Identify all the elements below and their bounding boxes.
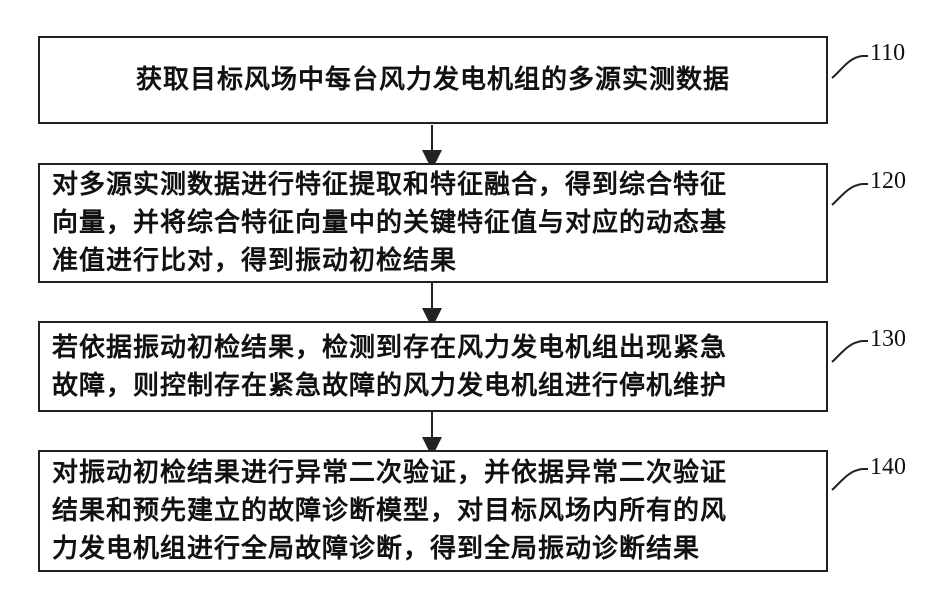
step-text-120: 对多源实测数据进行特征提取和特征融合，得到综合特征 向量，并将综合特征向量中的关…	[40, 165, 826, 281]
step-box-130: 若依据振动初检结果，检测到存在风力发电机组出现紧急 故障，则控制存在紧急故障的风…	[38, 321, 828, 412]
leader-130	[832, 341, 868, 362]
step-label-130: 130	[870, 326, 906, 353]
step-box-120: 对多源实测数据进行特征提取和特征融合，得到综合特征 向量，并将综合特征向量中的关…	[38, 163, 828, 283]
step-text-130: 若依据振动初检结果，检测到存在风力发电机组出现紧急 故障，则控制存在紧急故障的风…	[40, 323, 826, 410]
step-box-110: 获取目标风场中每台风力发电机组的多源实测数据	[38, 36, 828, 124]
leader-140	[832, 469, 868, 490]
step-text-140: 对振动初检结果进行异常二次验证，并依据异常二次验证 结果和预先建立的故障诊断模型…	[40, 452, 826, 570]
leader-120	[832, 184, 868, 205]
step-label-110: 110	[870, 40, 905, 67]
step-label-140: 140	[870, 454, 906, 481]
step-box-140: 对振动初检结果进行异常二次验证，并依据异常二次验证 结果和预先建立的故障诊断模型…	[38, 450, 828, 572]
step-text-110: 获取目标风场中每台风力发电机组的多源实测数据	[40, 38, 826, 122]
leader-110	[832, 56, 868, 78]
step-label-120: 120	[870, 168, 906, 195]
